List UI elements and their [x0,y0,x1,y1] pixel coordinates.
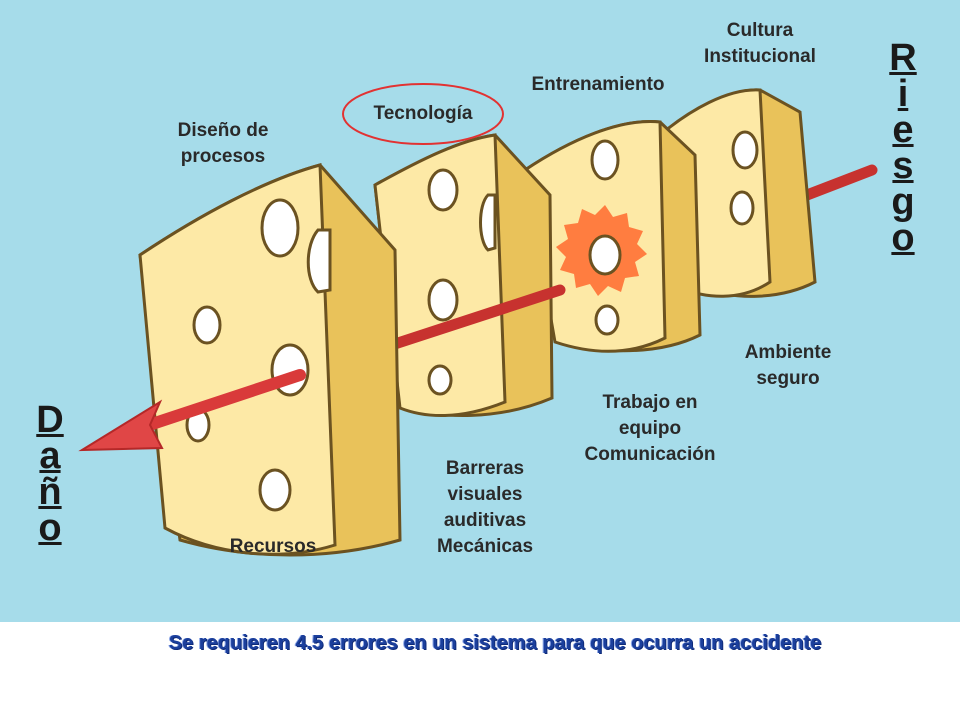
highlight-ellipse [342,83,504,145]
label-recursos: Recursos [229,536,317,557]
bottom-caption: Se requieren 4.5 errores en un sistema p… [168,632,822,654]
risk-arrow-head [78,399,164,452]
label-tecnologia: Tecnología [373,103,473,124]
swiss-cheese-diagram [78,83,878,557]
cheese-slice-diseno [138,163,402,557]
cheese-slice-tecnologia [373,133,554,418]
risk-arrow-front [134,369,306,434]
label-entrenamiento: Entrenamiento [531,74,665,95]
